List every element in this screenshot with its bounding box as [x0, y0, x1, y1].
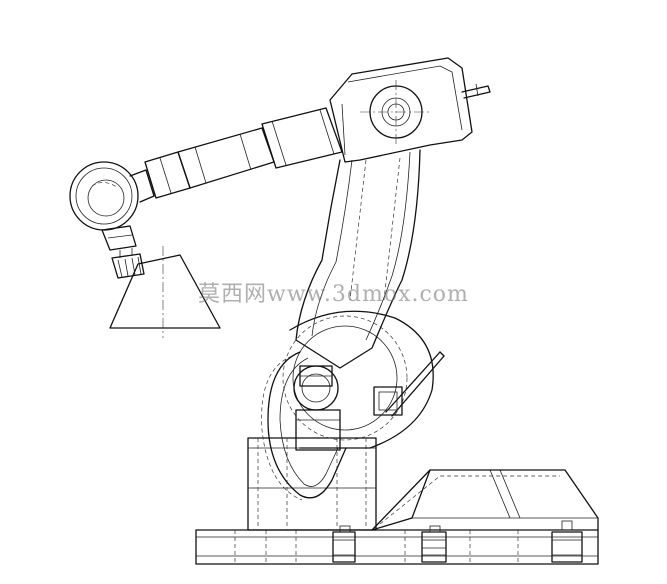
base-housing [371, 469, 599, 531]
lower-link [261, 351, 347, 501]
bolt-left [332, 525, 356, 563]
forearm [129, 107, 343, 203]
pedestal [247, 437, 377, 531]
end-effector [111, 248, 145, 279]
base-plate [195, 520, 599, 565]
bolt-right [551, 520, 583, 563]
shoulder-disc [282, 310, 445, 449]
upper-arm [295, 149, 421, 369]
workpiece-cone [109, 246, 221, 338]
wrist-head [69, 161, 139, 251]
watermark-text: 莫西网www.3dmox.com [198, 282, 469, 307]
bolt-middle [421, 525, 447, 563]
elbow-housing [329, 57, 491, 163]
